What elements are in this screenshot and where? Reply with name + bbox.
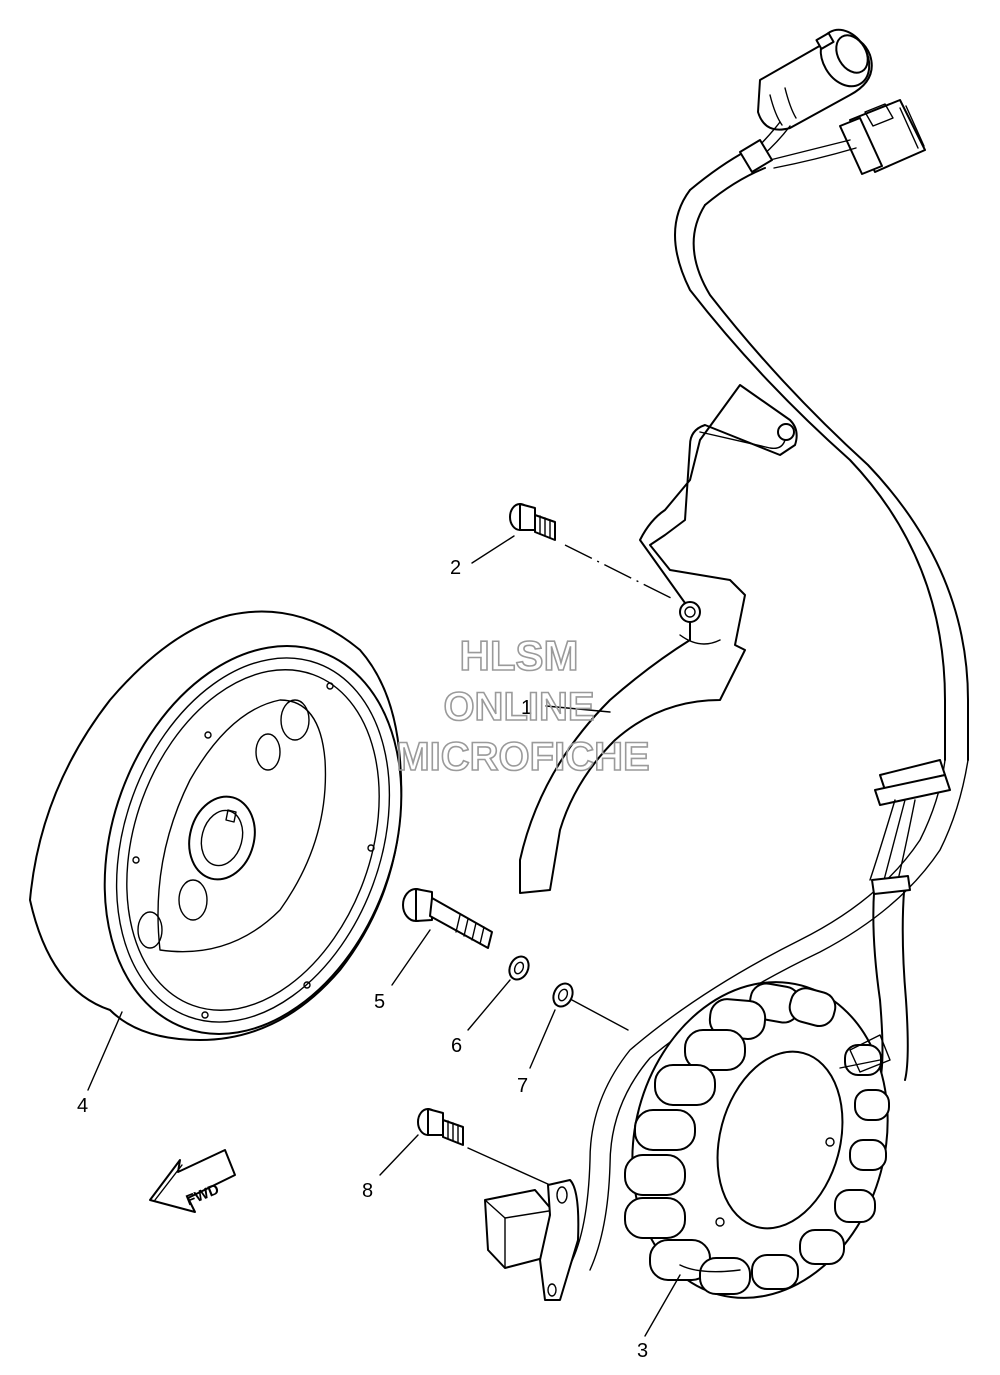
round-connector bbox=[757, 28, 873, 131]
callout-2: 2 bbox=[450, 557, 461, 579]
washer-7 bbox=[552, 982, 629, 1031]
washer-6 bbox=[508, 955, 530, 981]
watermark: HLSM ONLINE MICROFICHE bbox=[396, 631, 651, 780]
grommet bbox=[874, 759, 951, 806]
callout-5: 5 bbox=[374, 991, 385, 1013]
watermark-line-1: HLSM bbox=[460, 632, 579, 679]
square-connector bbox=[839, 99, 926, 175]
wire-harness bbox=[569, 28, 969, 1271]
callout-4: 4 bbox=[77, 1095, 88, 1117]
callout-8: 8 bbox=[362, 1180, 373, 1202]
rotor-flywheel bbox=[29, 610, 403, 1041]
stator bbox=[624, 981, 891, 1299]
callout-3: 3 bbox=[637, 1340, 648, 1362]
callout-6: 6 bbox=[451, 1035, 462, 1057]
leader-lines bbox=[87, 535, 681, 1337]
pickup-coil bbox=[484, 1179, 580, 1301]
callout-1: 1 bbox=[521, 697, 532, 719]
bracket bbox=[519, 384, 798, 894]
watermark-line-2: ONLINE bbox=[443, 685, 594, 729]
fwd-arrow: FWD bbox=[149, 1149, 236, 1213]
screw-8 bbox=[417, 1108, 551, 1186]
bolt-5 bbox=[402, 888, 493, 949]
watermark-line-3: MICROFICHE bbox=[396, 735, 649, 779]
callouts: 2 1 4 5 6 7 8 3 bbox=[77, 557, 648, 1362]
callout-7: 7 bbox=[517, 1075, 528, 1097]
screw-2 bbox=[509, 503, 676, 601]
